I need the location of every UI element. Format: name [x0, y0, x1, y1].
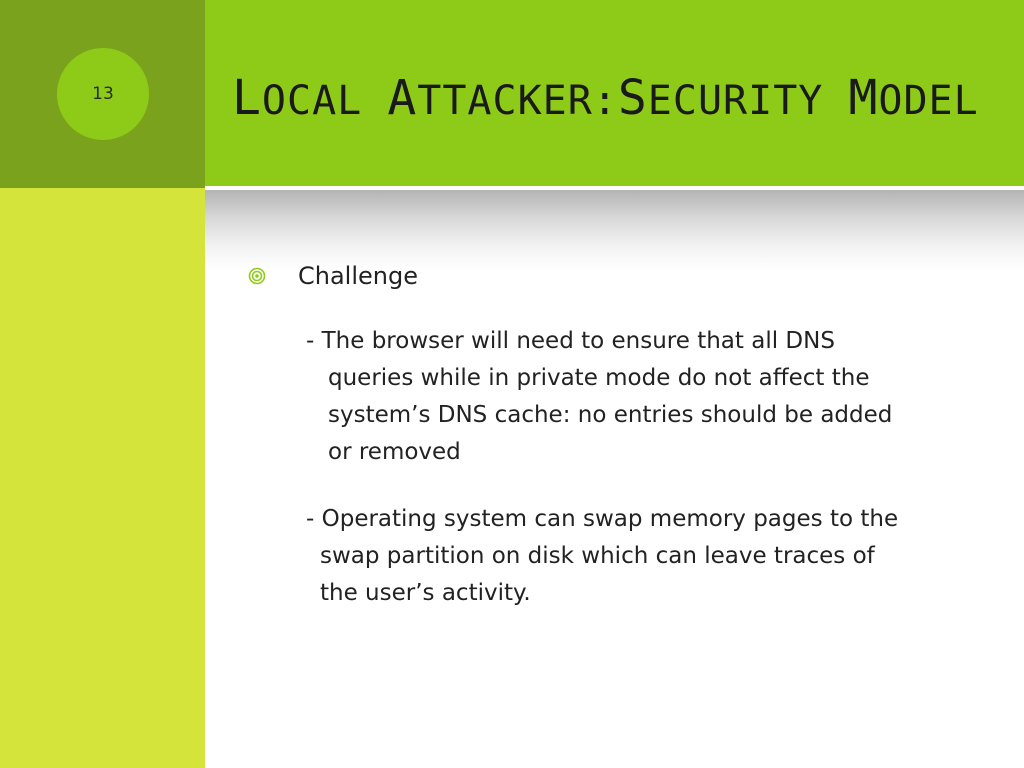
paragraph-line: - The browser will need to ensure that a…: [306, 328, 835, 354]
left-bottom-panel: [0, 188, 205, 768]
title-shadow: [205, 190, 1024, 270]
paragraph-line: queries while in private mode do not aff…: [328, 365, 870, 391]
paragraph-line: the user’s activity.: [320, 580, 531, 606]
title-word-1: LOCAL: [232, 70, 363, 126]
title-bar: [205, 0, 1024, 186]
title-word-2: ATTACKER:: [387, 70, 618, 126]
paragraph-dns: - The browser will need to ensure that a…: [306, 323, 976, 471]
title-word-3: SECURITY: [617, 70, 824, 126]
title-word-4: MODEL: [848, 70, 979, 126]
page-number-badge: 13: [57, 48, 149, 140]
bullet-label: Challenge: [298, 262, 418, 290]
page-number: 13: [92, 84, 114, 104]
title-divider: [205, 186, 1024, 190]
paragraph-line: - Operating system can swap memory pages…: [306, 506, 899, 532]
slide-title: LOCAL ATTACKER:SECURITY MODEL: [232, 70, 979, 126]
paragraph-swap: - Operating system can swap memory pages…: [306, 501, 996, 612]
circle-bullet-icon: [248, 267, 266, 285]
paragraph-line: swap partition on disk which can leave t…: [320, 543, 875, 569]
paragraph-line: system’s DNS cache: no entries should be…: [328, 402, 893, 428]
paragraph-line: or removed: [328, 439, 461, 465]
bullet-item-challenge: Challenge: [248, 262, 418, 290]
